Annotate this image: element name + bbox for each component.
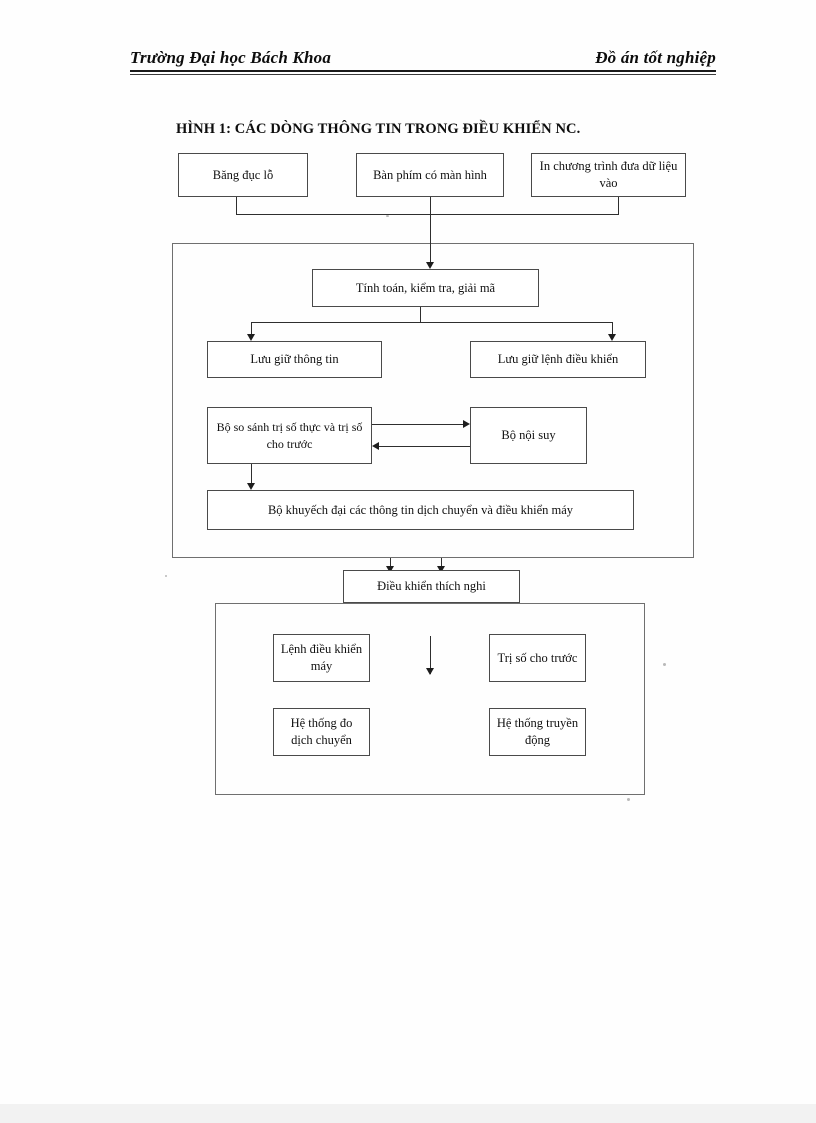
arrowhead-to-adaptive-right (437, 566, 445, 573)
arrowhead-to-amplifier (247, 483, 255, 490)
connector-input-merge-bus (236, 214, 619, 215)
scan-speck (663, 663, 666, 666)
node-amplifier-label: Bộ khuyếch đại các thông tin dịch chuyển… (267, 502, 574, 517)
node-measure-system: Hệ thống đo dịch chuyển (273, 708, 370, 756)
node-interpolator-label: Bộ nội suy (501, 428, 556, 443)
connector-comparator-to-interpolator (372, 424, 463, 425)
node-comparator: Bộ so sánh trị số thực và trị số cho trư… (207, 407, 372, 464)
scan-speck (386, 215, 389, 217)
node-input-keyboard: Bàn phím có màn hình (356, 153, 504, 197)
node-input-program: In chương trình đưa dữ liệu vào (531, 153, 686, 197)
node-preset-value-label: Trị số cho trước (497, 650, 578, 665)
processing-unit-container (172, 243, 694, 558)
node-input-keyboard-label: Bàn phím có màn hình (373, 167, 487, 182)
connector-to-store-commands (612, 322, 613, 337)
connector-to-store-info (251, 322, 252, 337)
node-machine-command: Lệnh điều khiển máy (273, 634, 370, 682)
arrowhead-to-comparator (372, 442, 379, 450)
machine-subsystem-container (215, 603, 645, 795)
page-header: Trường Đại học Bách Khoa Đồ án tốt nghiệ… (130, 42, 716, 68)
header-left-text: Trường Đại học Bách Khoa (130, 48, 332, 67)
connector-program-stem (618, 197, 619, 214)
header-divider-line (130, 70, 716, 72)
node-adaptive-control-label: Điều khiển thích nghi (377, 579, 486, 594)
node-input-program-label: In chương trình đưa dữ liệu vào (539, 159, 678, 190)
node-compute: Tính toán, kiểm tra, giải mã (312, 269, 539, 307)
node-preset-value: Trị số cho trước (489, 634, 586, 682)
arrowhead-to-compute (426, 262, 434, 269)
arrowhead-to-adaptive-left (386, 566, 394, 573)
connector-machine-center-flow (430, 636, 431, 674)
connector-unit-to-adaptive-right (441, 558, 442, 571)
node-amplifier: Bộ khuyếch đại các thông tin dịch chuyển… (207, 490, 634, 530)
connector-unit-to-adaptive-left (390, 558, 391, 571)
node-machine-command-label: Lệnh điều khiển máy (280, 642, 363, 673)
scan-edge-band (0, 1104, 816, 1123)
node-compute-label: Tính toán, kiểm tra, giải mã (355, 280, 496, 295)
node-drive-system-label: Hệ thống truyền động (496, 716, 579, 747)
scan-speck (165, 575, 167, 577)
node-drive-system: Hệ thống truyền động (489, 708, 586, 756)
connector-interpolator-to-comparator (379, 446, 470, 447)
node-comparator-label: Bộ so sánh trị số thực và trị số cho trư… (216, 420, 363, 451)
scan-speck (627, 798, 630, 801)
arrowhead-machine-center-flow (426, 668, 434, 675)
connector-keyboard-stem (430, 197, 431, 243)
node-input-tape-label: Băng đục lỗ (212, 167, 274, 182)
node-store-commands-label: Lưu giữ lệnh điều khiển (497, 352, 619, 367)
node-store-commands: Lưu giữ lệnh điều khiển (470, 341, 646, 378)
arrowhead-to-store-info (247, 334, 255, 341)
node-store-info-label: Lưu giữ thông tin (250, 352, 339, 367)
arrowhead-to-interpolator (463, 420, 470, 428)
node-store-info: Lưu giữ thông tin (207, 341, 382, 378)
connector-tape-stem (236, 197, 237, 214)
arrowhead-to-store-commands (608, 334, 616, 341)
header-divider-line-secondary (130, 74, 716, 75)
figure-title: HÌNH 1: CÁC DÒNG THÔNG TIN TRONG ĐIỀU KH… (176, 121, 581, 137)
connector-compute-stem (420, 307, 421, 322)
node-measure-system-label: Hệ thống đo dịch chuyển (290, 716, 353, 747)
node-interpolator: Bộ nội suy (470, 407, 587, 464)
node-adaptive-control: Điều khiển thích nghi (343, 570, 520, 603)
node-input-tape: Băng đục lỗ (178, 153, 308, 197)
header-right-text: Đồ án tốt nghiệp (595, 48, 716, 67)
connector-comparator-to-amplifier (251, 464, 252, 486)
connector-bus-to-compute (430, 243, 431, 265)
connector-storage-split-bus (251, 322, 612, 323)
